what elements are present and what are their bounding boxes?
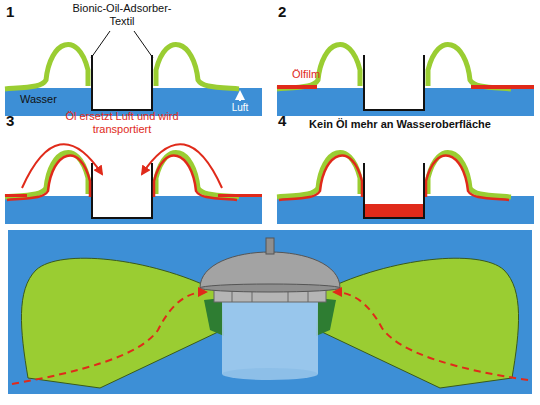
- panel-number: 2: [278, 3, 286, 20]
- device-illustration: [8, 230, 532, 394]
- panel-number: 4: [278, 112, 286, 129]
- medium-label: Wasser: [20, 93, 57, 106]
- leader-line: [134, 31, 153, 58]
- medium-label: Ölfilm: [292, 68, 320, 81]
- process-note: Öl ersetzt Luft und wird transportiert: [56, 110, 188, 135]
- panel-2: [277, 45, 534, 116]
- panel-number: 1: [6, 3, 14, 20]
- result-note: Kein Öl mehr an Wasseroberfläche: [287, 118, 513, 131]
- medium-label: Luft: [225, 102, 255, 114]
- panel-3: [5, 144, 262, 224]
- part-label: Bionic-Oil-Adsorber-Textil: [66, 2, 178, 27]
- leader-line: [91, 31, 110, 58]
- panel-number: 3: [6, 112, 14, 129]
- air-arrow: [239, 92, 241, 101]
- panel-1: [5, 31, 262, 116]
- panel-4: [277, 153, 534, 224]
